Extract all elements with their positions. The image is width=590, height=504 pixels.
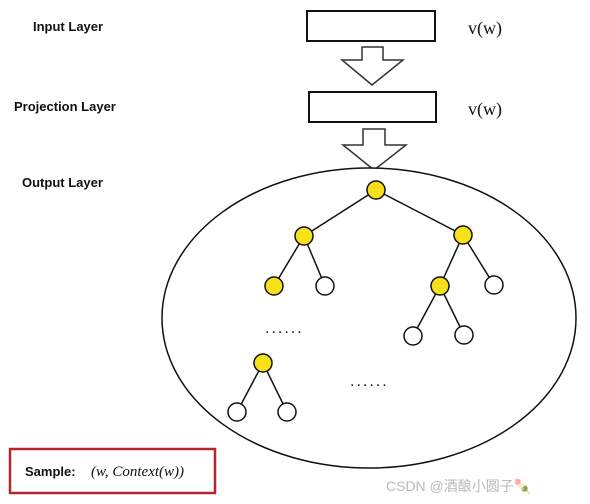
tree-node-highlighted xyxy=(294,226,314,246)
huffman-tree-nodes xyxy=(227,180,504,422)
projection-vector-label: v(w) xyxy=(468,99,502,120)
input-layer-box xyxy=(306,10,436,42)
down-arrow-icon xyxy=(339,46,406,86)
projection-layer-box xyxy=(308,91,437,123)
tree-edge xyxy=(462,234,495,286)
output-layer-ellipse xyxy=(161,167,577,469)
tree-node-plain xyxy=(315,276,335,296)
ellipsis-right: ...... xyxy=(350,373,389,390)
tree-node-highlighted xyxy=(264,276,284,296)
tree-node-plain xyxy=(484,275,504,295)
watermark-text: CSDN @酒酿小圆子🍡 xyxy=(386,477,531,495)
sample-label: Sample: xyxy=(25,464,76,479)
tree-node-plain xyxy=(277,402,297,422)
input-vector-label: v(w) xyxy=(468,18,502,39)
down-arrow-icon xyxy=(340,128,409,171)
tree-node-plain xyxy=(403,326,423,346)
sample-formula: (w, Context(w)) xyxy=(91,464,184,480)
tree-node-highlighted xyxy=(430,276,450,296)
tree-edge xyxy=(375,189,464,236)
input-layer-label: Input Layer xyxy=(33,19,103,34)
ellipsis-left: ...... xyxy=(265,320,304,337)
tree-edge xyxy=(303,189,377,237)
projection-layer-label: Projection Layer xyxy=(14,99,116,114)
output-layer-label: Output Layer xyxy=(22,175,103,190)
tree-node-plain xyxy=(454,325,474,345)
tree-node-plain xyxy=(227,402,247,422)
tree-node-highlighted xyxy=(253,353,273,373)
tree-node-highlighted xyxy=(453,225,473,245)
sample-box xyxy=(8,447,217,495)
tree-node-highlighted xyxy=(366,180,386,200)
